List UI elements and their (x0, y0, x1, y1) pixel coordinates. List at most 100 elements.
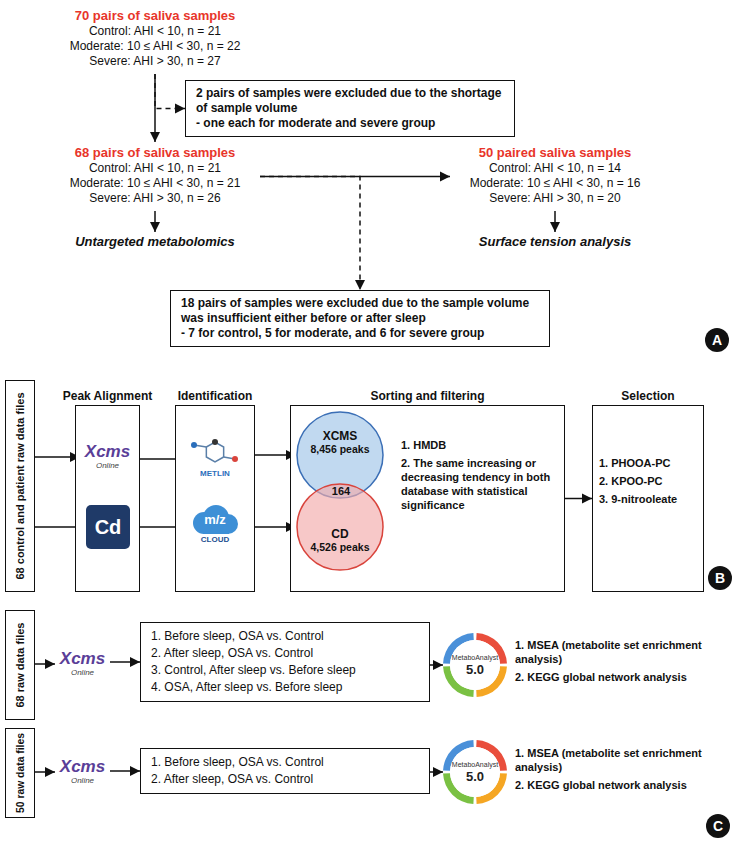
text-holder: m/zCLOUD (185, 503, 245, 551)
node-text: XCMS (296, 429, 384, 443)
node-text: Moderate: 10 ≤ AHI < 30, n = 16 (450, 176, 660, 191)
metaboanalyst-logo: MetaboAnalyst5.0 (443, 740, 507, 804)
text-holder: 68 control and patient raw data files (14, 392, 27, 579)
sample-group: 70 pairs of saliva samplesControl: AHI <… (50, 5, 260, 74)
connector (35, 663, 55, 665)
text-holder: CD4,526 peaks (296, 527, 384, 554)
text-holder: 1. HMDB 2. The same increasing or decreas… (401, 438, 556, 516)
node-text: 18 pairs of samples were excluded due to… (181, 296, 539, 326)
connector (430, 664, 443, 666)
node-text: m/z (204, 512, 226, 527)
node-text: Severe: AHI > 30, n = 20 (450, 191, 660, 206)
node-text: 2 pairs of samples were excluded due to … (196, 86, 504, 116)
text-holder: MetaboAnalyst5.0 (443, 740, 507, 804)
connector (430, 771, 443, 773)
analysis-label: Untargeted metabolomics (60, 232, 250, 252)
text-holder: 1. PHOOA-PC2. KPOO-PC3. 9-nitrooleate (599, 456, 699, 510)
text-holder: Cd (86, 505, 130, 549)
connector (110, 661, 140, 663)
panel-letter: B (708, 566, 732, 590)
xcms-logo: XcmsOnline (80, 435, 135, 479)
node-text: Control: AHI < 10, n = 21 (50, 24, 260, 39)
node-text: CD (296, 527, 384, 541)
step-box: IdentificationMETLINm/zCLOUD (175, 405, 255, 592)
text-holder: Sorting and filtering (269, 389, 586, 403)
overlap-count: 164 (326, 484, 356, 498)
node-text: 8,456 peaks (296, 443, 384, 456)
mzcloud-logo: m/zCLOUD (185, 503, 245, 551)
comparison-box: 1. Before sleep, OSA vs. Control2. After… (140, 622, 430, 702)
comparison-box: 1. Before sleep, OSA vs. Control2. After… (140, 748, 430, 794)
node-text: B (708, 566, 732, 590)
node-text: A (705, 328, 729, 352)
text-holder: XcmsOnline (55, 750, 110, 794)
text-holder: 50 raw data files (14, 733, 27, 813)
node-text: Cd (95, 516, 122, 539)
raw-data-box: 68 raw data files (5, 610, 35, 720)
node-text: 2. The same increasing or decreasing ten… (401, 456, 556, 512)
exclusion-box: 2 pairs of samples were excluded due to … (185, 80, 515, 137)
node-text: 1. Before sleep, OSA vs. Control (151, 628, 419, 645)
panel-letter: C (706, 814, 730, 838)
node-text: Severe: AHI > 30, n = 26 (50, 191, 260, 206)
node-text: 5.0 (466, 769, 484, 784)
node-text: 1. HMDB (401, 438, 556, 452)
node-text: Control: AHI < 10, n = 21 (50, 161, 260, 176)
node-text: Moderate: 10 ≤ AHI < 30, n = 21 (50, 176, 260, 191)
connector (155, 74, 185, 109)
sample-group: 68 pairs of saliva samplesControl: AHI <… (50, 142, 260, 211)
analysis-label: Surface tension analysis (455, 232, 655, 252)
connector (154, 211, 156, 232)
raw-data-box: 50 raw data files (5, 728, 35, 818)
node-text: 4. OSA, After sleep vs. Before sleep (151, 679, 419, 696)
node-text: 5.0 (466, 662, 484, 677)
node-text: Online (71, 668, 94, 678)
node-text: METLIN (200, 469, 230, 479)
sample-group: 50 paired saliva samplesControl: AHI < 1… (450, 142, 660, 211)
node-text: Online (96, 461, 119, 471)
node-text: Selection (571, 389, 725, 403)
node-text: Xcms (60, 758, 105, 776)
xcms-logo: XcmsOnline (55, 750, 110, 794)
text-holder: METLIN (185, 437, 245, 481)
node-text: 50 raw data files (14, 733, 27, 813)
metlin-logo: METLIN (185, 437, 245, 481)
node-text: MetaboAnalyst (452, 760, 498, 769)
node-text: - one each for moderate and severe group (196, 116, 504, 131)
step-box: Peak AlignmentXcmsOnlineCd (75, 405, 140, 592)
node-text: - 7 for control, 5 for moderate, and 6 f… (181, 326, 539, 341)
node-text: 2. After sleep, OSA vs. Control (151, 645, 419, 662)
node-text: 3. 9-nitrooleate (599, 492, 699, 506)
connector (260, 177, 360, 291)
node-text: 70 pairs of saliva samples (50, 7, 260, 24)
node-text: 2. After sleep, OSA vs. Control (151, 771, 419, 788)
text-holder: A (705, 328, 729, 352)
node-text: Moderate: 10 ≤ AHI < 30, n = 22 (50, 39, 260, 54)
connector (35, 771, 55, 773)
node-text: 4,526 peaks (296, 541, 384, 554)
text-holder: XCMS8,456 peaks (296, 429, 384, 456)
node-text: Control: AHI < 10, n = 14 (450, 161, 660, 176)
node-text: C (706, 814, 730, 838)
xcms-logo: XcmsOnline (55, 642, 110, 686)
text-holder: XcmsOnline (80, 435, 135, 479)
node-text: Identification (154, 389, 276, 403)
connector (565, 498, 592, 500)
text-holder: 68 raw data files (14, 623, 27, 708)
node-text: Peak Alignment (54, 389, 161, 403)
node-text: 68 raw data files (14, 623, 27, 708)
text-holder: Selection (571, 389, 725, 403)
node-text: Xcms (60, 650, 105, 668)
connector (110, 770, 140, 772)
connector (35, 456, 80, 458)
node-text: Xcms (85, 443, 130, 461)
text-holder: XcmsOnline (55, 642, 110, 686)
metaboanalyst-logo: MetaboAnalyst5.0 (443, 633, 507, 697)
node-text: Online (71, 776, 94, 786)
text-holder: C (706, 814, 730, 838)
analysis-note: 2. KEGG global network analysis (515, 670, 740, 684)
node-text: 68 control and patient raw data files (14, 392, 27, 579)
node-text: 3. Control, After sleep vs. Before sleep (151, 662, 419, 679)
node-text: 1. PHOOA-PC (599, 456, 699, 470)
node-text: Sorting and filtering (269, 389, 586, 403)
